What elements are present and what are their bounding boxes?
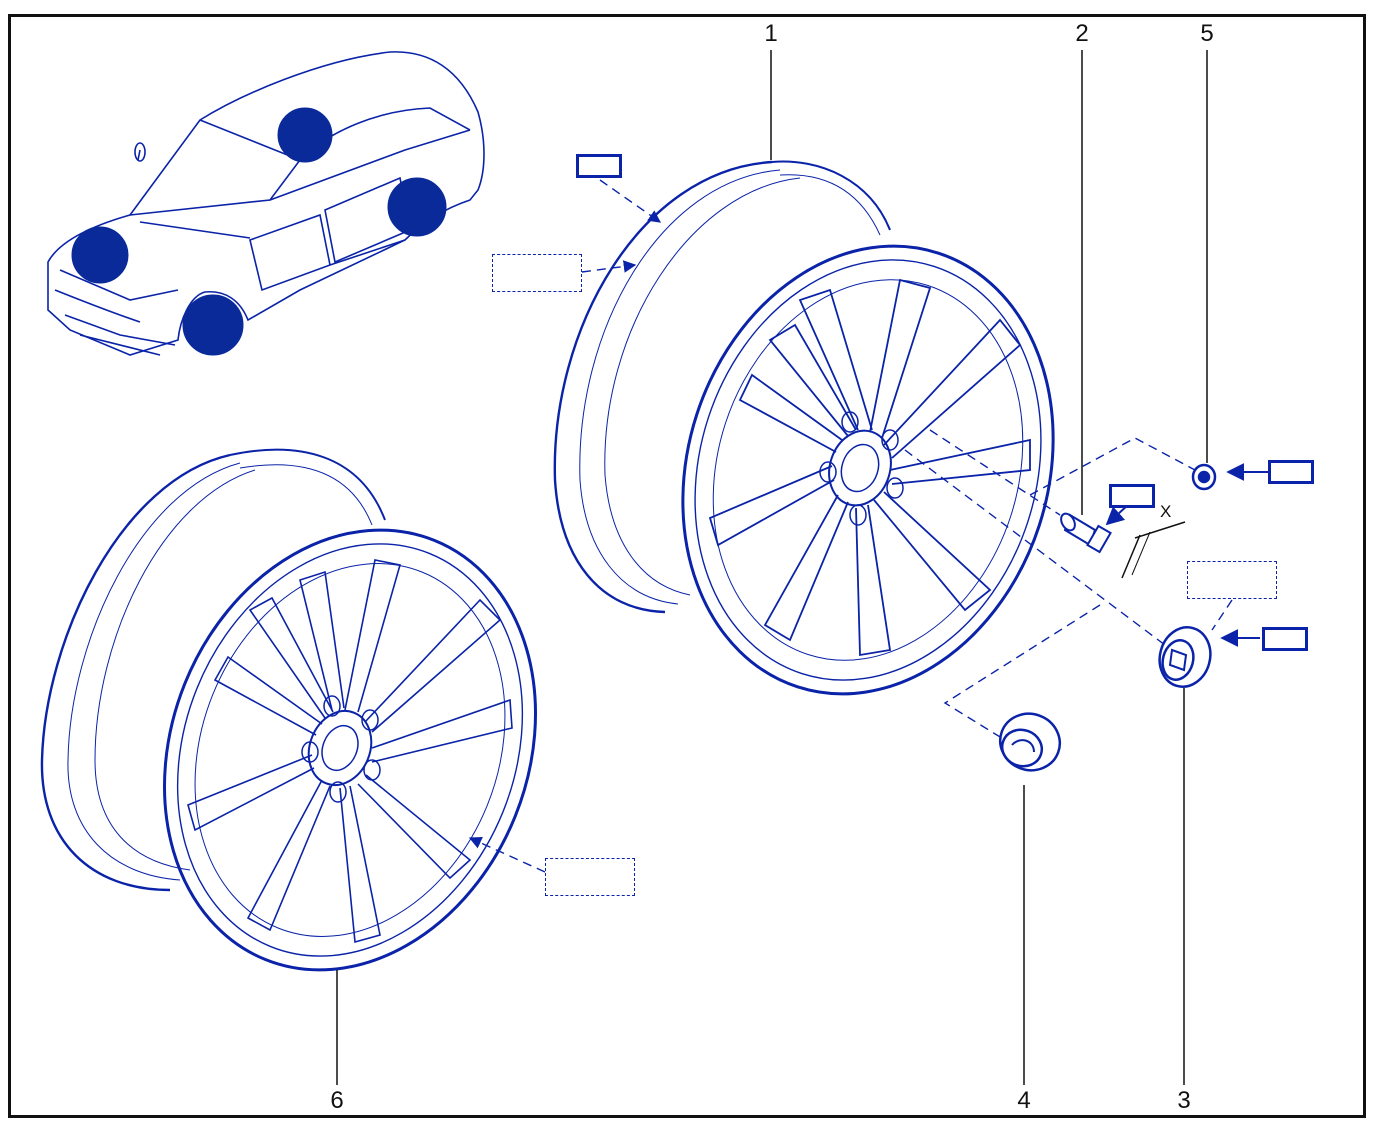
wheel-nut-icon: [1191, 463, 1217, 491]
note-box-rim: [492, 254, 582, 292]
dimension-x-lines: [1121, 521, 1186, 579]
callout-1: 1: [764, 20, 778, 47]
leader-lines: [336, 50, 1208, 1085]
torque-symbol-box-top: [576, 154, 622, 178]
callout-2: 2: [1075, 20, 1089, 47]
callout-5: 5: [1200, 20, 1214, 47]
torque-symbol-box-cap: [1262, 627, 1308, 651]
torque-symbol-box-nut: [1268, 460, 1314, 484]
vehicle-locator-icon: [47, 51, 485, 356]
hub-cap-icon: [1158, 626, 1212, 688]
note-box-rear-wheel: [545, 858, 635, 896]
callout-4: 4: [1017, 1087, 1031, 1114]
alloy-wheel-front-icon: [553, 160, 1055, 696]
torque-symbol-box-valve: [1109, 484, 1155, 508]
callout-3: 3: [1177, 1087, 1191, 1114]
center-cap-icon: [998, 712, 1062, 772]
callout-6: 6: [330, 1087, 344, 1114]
arrow-lines: [1105, 463, 1268, 647]
assembly-lines: [468, 179, 1233, 873]
diagram-frame: [8, 14, 1366, 1118]
tire-valve-icon: [1060, 512, 1112, 554]
note-box-cap: [1187, 561, 1277, 599]
dimension-x-label: X: [1160, 502, 1172, 521]
wheel-location-markers: [71, 107, 447, 356]
alloy-wheel-rear-icon: [40, 448, 537, 972]
